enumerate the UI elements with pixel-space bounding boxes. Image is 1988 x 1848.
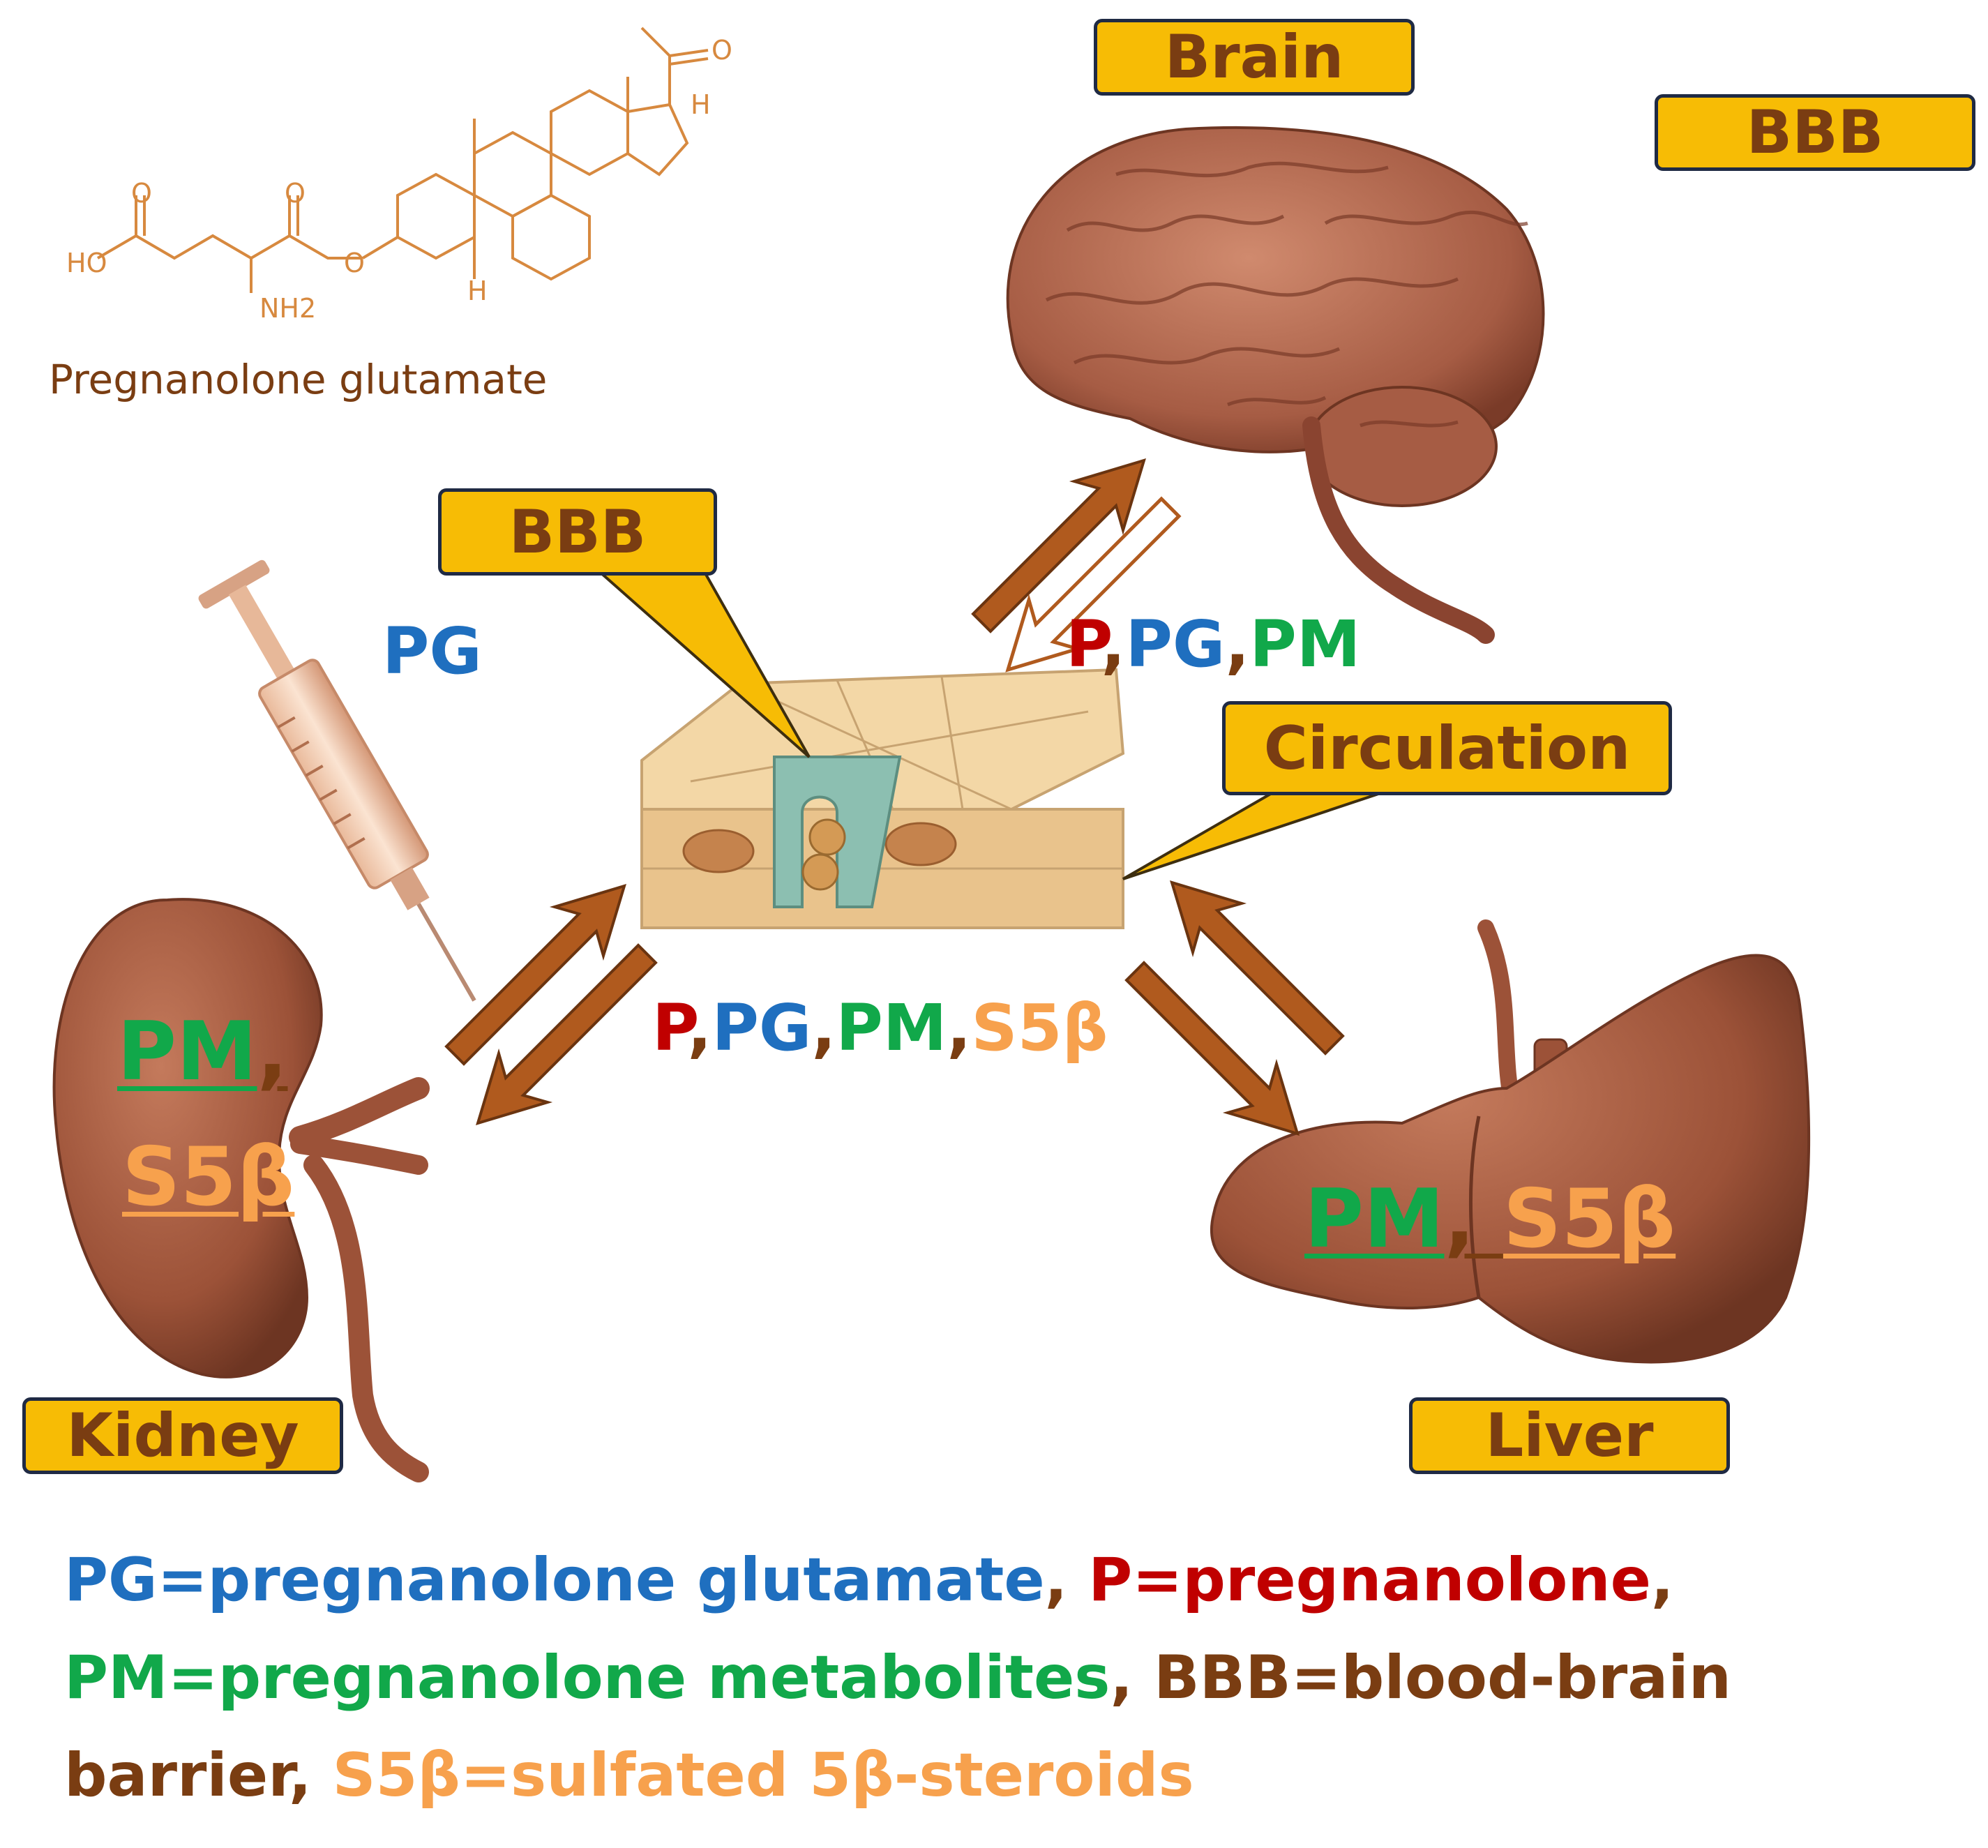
s5b-abbrev: S5β: [122, 1130, 295, 1224]
arrow-to-liver: [1124, 961, 1300, 1136]
circulation-callout-box: Circulation: [1222, 701, 1672, 795]
kidney-metabolite-label: PM,: [117, 1005, 288, 1099]
pg-abbrev: PG: [382, 614, 482, 689]
pm-abbrev: PM: [1304, 1172, 1445, 1266]
legend-pm: PM=pregnanolone metabolites: [64, 1643, 1110, 1713]
pm-abbrev: PM: [836, 991, 947, 1065]
kidney-illustration: [52, 898, 430, 1482]
bbb-tissue-illustration: [640, 668, 1125, 929]
atom-label: HO: [66, 248, 107, 278]
molecule-structure: [96, 27, 709, 293]
abbreviation-legend: PG=pregnanolone glutamate, P=pregnanolon…: [64, 1531, 1878, 1824]
bbb-callout-box: BBB: [438, 488, 717, 576]
atom-label: H: [691, 89, 711, 120]
s5b-abbrev: S5β: [971, 991, 1108, 1065]
s5b-abbrev: S5β: [1503, 1172, 1676, 1266]
separator: ,: [1101, 607, 1126, 682]
legend-separator: ,: [289, 1741, 333, 1810]
brain-illustration: [1006, 126, 1545, 644]
legend-separator: ,: [1044, 1545, 1089, 1615]
pm-abbrev: PM: [117, 1005, 257, 1099]
center-flow-label: P,PG,PM,S5β: [652, 991, 1108, 1065]
molecule-name: Pregnanolone glutamate: [49, 356, 548, 403]
pg-abbrev: PG: [1125, 607, 1226, 682]
atom-label: H: [467, 276, 488, 306]
injection-label: PG: [382, 614, 482, 689]
arrow-from-liver: [1170, 880, 1345, 1056]
separator: ,: [257, 1005, 288, 1099]
legend-pg: PG=pregnanolone glutamate: [64, 1545, 1045, 1615]
legend-s5b: S5β=sulfated 5β-steroids: [332, 1741, 1194, 1810]
arrow-to-brain: [971, 458, 1146, 633]
syringe-illustration: [198, 559, 476, 1002]
pg-abbrev: PG: [711, 991, 812, 1065]
pm-abbrev: PM: [1249, 607, 1361, 682]
atom-label: NH2: [259, 293, 317, 324]
arrow-to-kidney: [476, 943, 658, 1125]
atom-label: O: [344, 248, 365, 278]
arrow-from-brain: [1005, 496, 1182, 673]
brain-flow-label: P,PG,PM: [1066, 607, 1360, 682]
liver-illustration: [1210, 919, 1811, 1364]
bbb-label-box: BBB: [1655, 94, 1975, 171]
legend-separator: ,: [1650, 1545, 1674, 1615]
arrow-to-bbb: [444, 884, 626, 1066]
p-abbrev: P: [1066, 607, 1101, 682]
separator-space: [1475, 1172, 1503, 1266]
brain-label-box: Brain: [1094, 19, 1415, 96]
separator: ,: [1444, 1172, 1475, 1266]
separator: ,: [687, 991, 712, 1065]
atom-label: O: [285, 178, 306, 209]
separator: ,: [1225, 607, 1250, 682]
legend-bbb: BBB=blood-brain barrier: [64, 1643, 1731, 1810]
separator: ,: [811, 991, 836, 1065]
liver-label-box: Liver: [1409, 1397, 1730, 1474]
kidney-metabolite-label-2: S5β: [122, 1130, 294, 1224]
atom-label: O: [131, 178, 152, 209]
legend-p: P=pregnanolone: [1088, 1545, 1651, 1615]
legend-separator: ,: [1110, 1643, 1154, 1713]
p-abbrev: P: [652, 991, 688, 1065]
liver-metabolite-label: PM, S5β: [1304, 1172, 1676, 1266]
kidney-label-box: Kidney: [22, 1397, 343, 1474]
atom-label: O: [711, 35, 732, 66]
separator: ,: [947, 991, 972, 1065]
